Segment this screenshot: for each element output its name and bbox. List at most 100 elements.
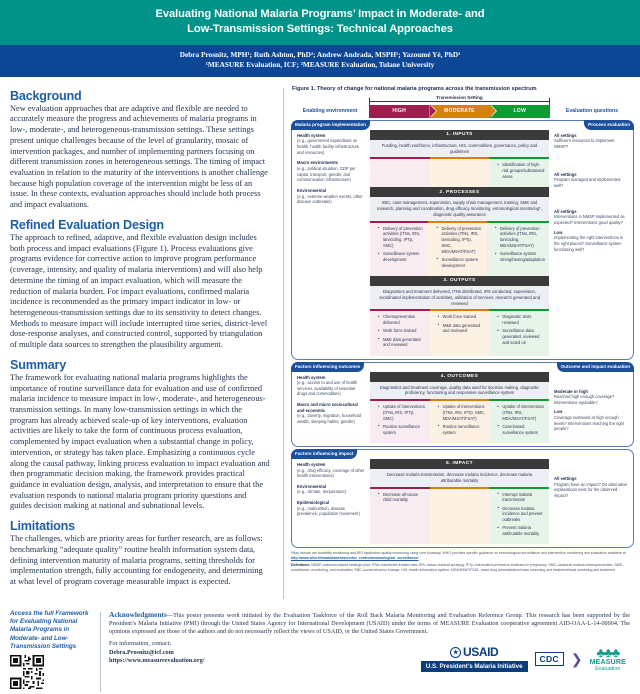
arrow-low: LOW xyxy=(489,104,550,118)
stage-band: 1. INPUTS xyxy=(370,129,549,140)
measure-wordmark-line-2: Evaluation xyxy=(595,665,621,672)
stage-col-low: Uptake of interventions (ITNs, IRS, MDA/… xyxy=(489,399,550,443)
pill-right: Process evaluation xyxy=(584,119,634,130)
stage-col-high: Delivery of prevention activities (ITNs,… xyxy=(370,220,429,276)
affiliation-list: ¹MEASURE Evaluation, ICF; ²MEASURE Evalu… xyxy=(205,60,435,70)
stage-col-low: Interrupt malaria transmission Decrease … xyxy=(489,486,550,545)
panel-side-left: Health system (e.g., access to and use o… xyxy=(292,372,370,443)
stage-columns: Delivery of prevention activities (ITNs,… xyxy=(370,220,549,276)
panel-side-left: Health system (e.g., drug efficacy, cove… xyxy=(292,459,370,544)
stage-col-low: Delivery of prevention activities (ITNs,… xyxy=(486,220,549,276)
pill-left: Malaria program implementation xyxy=(291,119,370,130)
stage-band: 3. OUTPUTS xyxy=(370,275,549,286)
figure-footnote-star: *May include net durability monitoring a… xyxy=(291,551,634,561)
stage-bullet: Surveillance data generated, reviewed an… xyxy=(497,328,545,345)
stage-bullet: Identification of high-risk groups/subna… xyxy=(497,162,545,179)
stage-inputs: 1. INPUTS Funding, health workforce, inf… xyxy=(370,129,550,188)
eq-setting: All settings xyxy=(554,208,577,214)
footnote-link[interactable]: http://www.who.int/malaria/areas/vector_… xyxy=(291,556,419,561)
poster-bottom: Access the full Framework for Evaluating… xyxy=(0,607,640,694)
panel-impact: Factors influencing impact Health system… xyxy=(291,448,634,549)
evaluation-question: Moderate or high Reached high enough cov… xyxy=(554,389,629,406)
left-text-column: Background New evaluation approaches tha… xyxy=(0,80,283,607)
section-body: The framework for evaluating national ma… xyxy=(10,372,270,511)
eq-setting: All settings xyxy=(554,475,577,481)
figure-column: Figure 1. Theory of change for national … xyxy=(284,80,640,607)
stage-bullet: Surveillance system development xyxy=(436,256,482,268)
eq-question: Implementing the right interventions in … xyxy=(554,235,624,252)
panel-program-implementation: Malaria program implementation Process e… xyxy=(291,119,634,360)
bracket-line xyxy=(369,98,550,106)
heading-evaluation-questions: Evaluation questions xyxy=(565,108,619,115)
panel-pill-row: Factors influencing outcomes Outcome and… xyxy=(291,361,634,372)
stage-columns: Uptake of interventions (ITNs, IRS, IPTp… xyxy=(370,399,550,443)
section-background: Background New evaluation approaches tha… xyxy=(10,89,270,211)
eq-setting: Low xyxy=(554,409,563,415)
stage-columns: Chemoprevention delivered Work force tra… xyxy=(370,309,550,356)
side-factor: Epidemiological (e.g., malnutrition, dis… xyxy=(297,500,366,517)
side-factor: Health system (e.g., government expendit… xyxy=(297,133,366,156)
stage-bullet: Work force trained xyxy=(438,314,486,320)
stage-col-low: Identification of high-risk groups/subna… xyxy=(489,157,550,188)
stage-col-high: Decrease all-cause child mortality xyxy=(370,486,430,545)
pill-left: Factors influencing impact xyxy=(291,448,358,459)
side-factor-title: Epidemiological xyxy=(297,500,330,506)
header-divider xyxy=(0,76,640,80)
side-factor-title: Health system xyxy=(297,132,326,138)
transmission-bracket: Transmission Setting xyxy=(369,94,550,106)
author-list: Debra Prosnitz, MPH¹; Ruth Ashton, PhD²;… xyxy=(179,49,461,59)
eq-question: Interventions in NMSP implemented as exp… xyxy=(554,214,625,225)
stage-col-moderate: Uptake of interventions (ITNs, IRS, IPTp… xyxy=(429,399,490,443)
section-heading: Summary xyxy=(10,357,66,372)
cdc-logo: CDC xyxy=(534,651,564,666)
stage-bullet: Delivery of prevention activities (ITNs,… xyxy=(378,225,424,249)
stage-bullet: Delivery of prevention activities (ITNs,… xyxy=(436,225,482,255)
acknowledgments-column: Acknowledgments—This poster presents wor… xyxy=(109,610,630,694)
stage-summary: Funding, health workforce, infrastructur… xyxy=(370,139,549,158)
eq-setting: All settings xyxy=(554,171,577,177)
pill-left: Factors influencing outcomes xyxy=(291,361,365,372)
contact-url[interactable]: https://www.measureevaluation.org/ xyxy=(109,657,205,664)
evaluation-question: All settings Sufficient resources to imp… xyxy=(554,133,629,150)
transmission-setting-label: Transmission Setting xyxy=(432,94,487,100)
side-factor-title: Health system xyxy=(297,374,326,380)
poster-header: Evaluating National Malaria Programs’ Im… xyxy=(0,0,640,80)
stage-bullet: Work force trained xyxy=(378,328,426,334)
stage-col-moderate xyxy=(429,157,490,188)
definitions-label: Definitions: xyxy=(291,563,311,568)
section-refined-evaluation-design: Refined Evaluation Design The approach t… xyxy=(10,218,270,351)
contact-email[interactable]: Debra.Prosnitz@icf.com xyxy=(109,648,174,656)
section-summary: Summary The framework for evaluating nat… xyxy=(10,358,270,512)
stage-outputs: 3. OUTPUTS Diagnostics and treatment del… xyxy=(370,275,550,356)
evaluation-question: All settings Program managed and impleme… xyxy=(554,172,629,189)
stage-bullet: Decrease malaria incidence and prevent o… xyxy=(497,505,545,523)
side-factor-detail: (e.g., government expenditure on health,… xyxy=(297,138,360,155)
qr-code-icon[interactable] xyxy=(10,654,44,689)
stage-bullet: M&E data generated and reviewed xyxy=(438,322,486,334)
figure-footnote-definitions: Definitions: NMSP–national malaria strat… xyxy=(291,563,634,573)
title-band: Evaluating National Malaria Programs’ Im… xyxy=(0,0,640,45)
acknowledgments-heading: Acknowledgments xyxy=(109,609,167,619)
stage-columns: Identification of high-risk groups/subna… xyxy=(370,157,550,188)
stage-summary: Decrease malaria transmission, decrease … xyxy=(370,468,549,487)
side-factor: Environmental (e.g., extreme weather eve… xyxy=(297,188,366,205)
section-body: New evaluation approaches that are adapt… xyxy=(10,103,268,210)
side-factor-detail: (e.g., political situation, GDP per capi… xyxy=(297,165,356,183)
eq-setting: Low xyxy=(554,229,563,235)
arrow-notch-icon xyxy=(429,104,436,117)
transmission-arrow-bar: HIGH MODERATE LOW xyxy=(369,104,550,118)
measure-evaluation-logo: ♣♣♣ MEASURE Evaluation xyxy=(590,646,626,672)
poster-title-line-2: Low-Transmission Settings: Technical App… xyxy=(187,22,453,35)
stage-summary: Diagnostics and treatment coverage, qual… xyxy=(370,381,549,400)
stage-bullet: Uptake of interventions (ITNs, IRS, IPTp… xyxy=(438,404,486,421)
column-divider xyxy=(283,87,284,599)
stage-col-high: Uptake of interventions (ITNs, IRS, IPTp… xyxy=(370,399,430,443)
panel-side-right: All settings Program have an impact? Do … xyxy=(549,459,633,544)
pmi-logo: U.S. President’s Malaria Initiative xyxy=(420,661,528,673)
usaid-logo: ★ USAID xyxy=(449,645,499,659)
stage-bullet: Diagnostic tests reviewed xyxy=(497,314,545,325)
stage-bullet: Uptake of interventions (ITNs, IRS, IPTp… xyxy=(378,404,426,421)
side-factor: Macro and micro sociocultural and econom… xyxy=(297,402,366,425)
side-factor-detail: (e.g., drug efficacy, coverage of other … xyxy=(297,467,365,479)
panel-side-left: Health system (e.g., government expendit… xyxy=(292,130,370,356)
